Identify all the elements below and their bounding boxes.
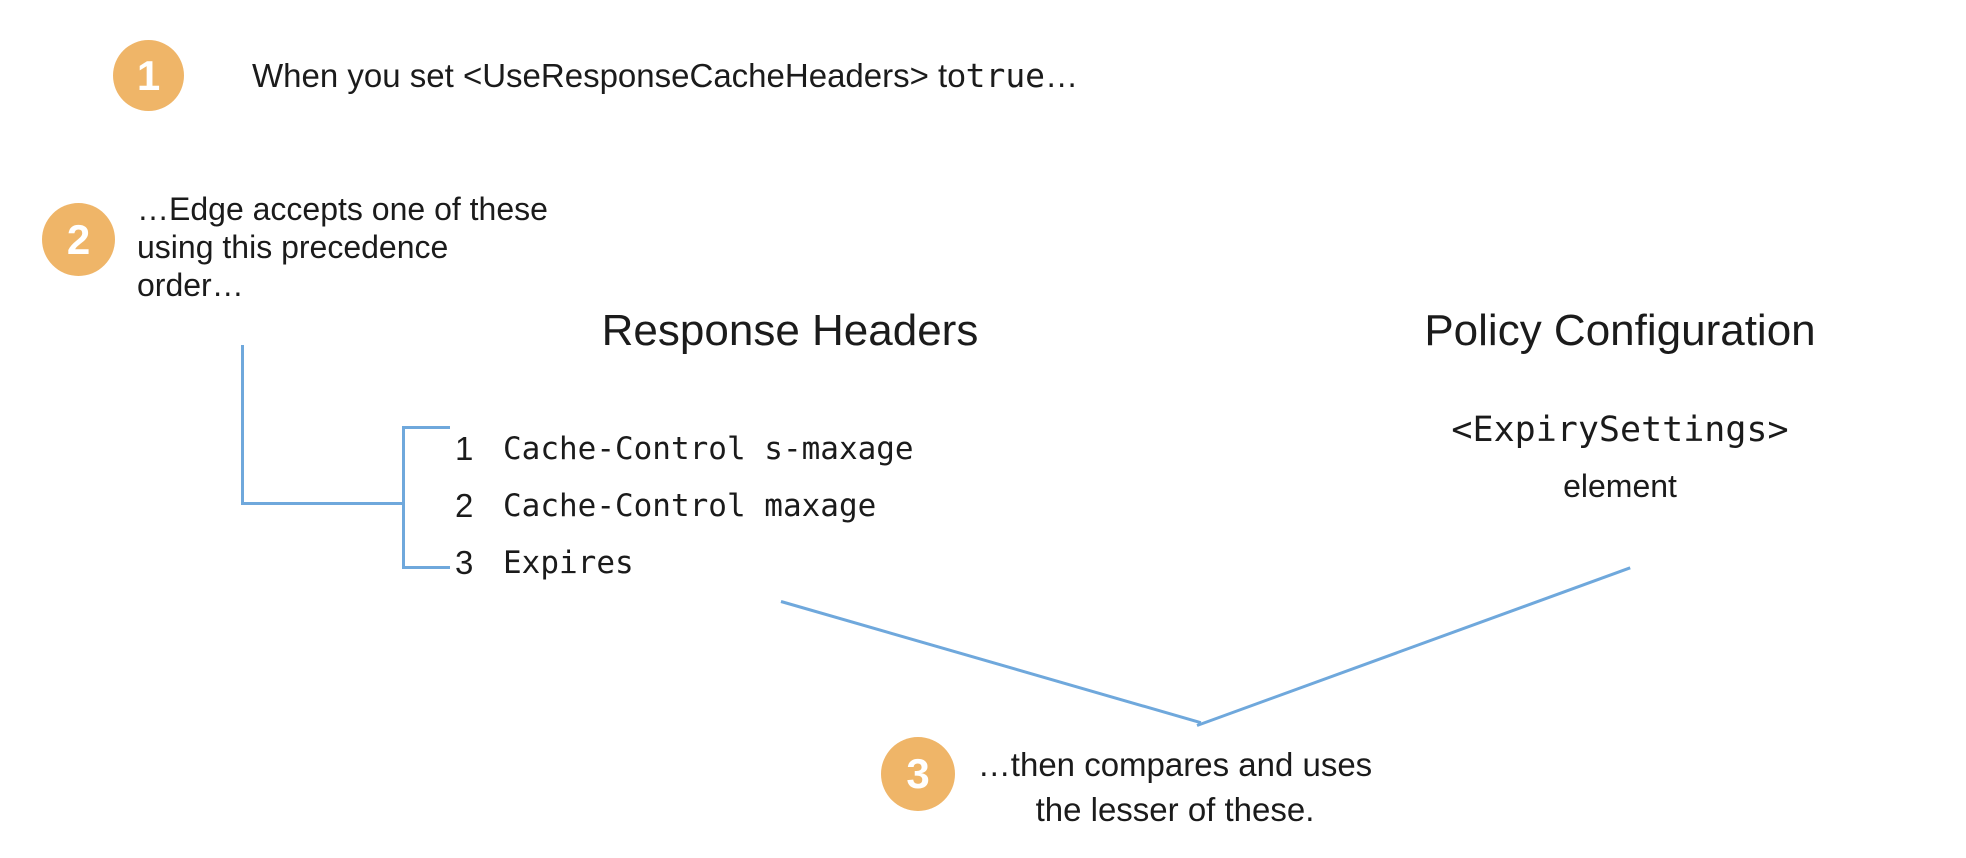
precedence-item-2-rank: 2 bbox=[455, 486, 474, 524]
precedence-item-1-rank: 1 bbox=[455, 429, 474, 467]
compare-connector-right-line bbox=[1196, 566, 1631, 727]
compare-connector-left-line bbox=[780, 600, 1202, 725]
precedence-item-1-value: Cache-Control s-maxage bbox=[503, 430, 914, 467]
precedence-item-2-value: Cache-Control maxage bbox=[503, 487, 877, 524]
step-2-stem-horizontal-line bbox=[241, 502, 405, 505]
step-1-caption: When you set <UseResponseCacheHeaders> t… bbox=[252, 40, 1078, 111]
step-3-caption: …then compares and uses the lesser of th… bbox=[960, 742, 1390, 832]
precedence-bracket-vertical-line bbox=[402, 426, 405, 569]
precedence-item-1: 1 Cache-Control s-maxage bbox=[455, 420, 914, 477]
precedence-bracket-bottom-tick bbox=[402, 566, 450, 569]
precedence-item-3-value: Expires bbox=[503, 544, 634, 581]
step-1-text-prefix: When you set <UseResponseCacheHeaders> t… bbox=[252, 56, 966, 94]
step-3-number: 3 bbox=[906, 750, 930, 797]
step-3-caption-line-1: …then compares and uses bbox=[977, 746, 1373, 783]
step-2-badge: 2 bbox=[42, 203, 115, 276]
step-2-caption-line-1: …Edge accepts one of these bbox=[137, 191, 548, 227]
step-1-text-code: true bbox=[965, 56, 1046, 95]
step-2-stem-vertical-line bbox=[241, 345, 244, 505]
precedence-item-2: 2 Cache-Control maxage bbox=[455, 477, 914, 534]
expiry-settings-element: <ExpirySettings> bbox=[1451, 410, 1789, 450]
step-3-caption-line-2: the lesser of these. bbox=[1035, 791, 1315, 828]
step-2-caption-line-2: using this precedence bbox=[137, 229, 449, 265]
response-headers-title: Response Headers bbox=[601, 306, 979, 355]
expiry-settings-element-suffix: element bbox=[1563, 468, 1677, 504]
step-2-caption-line-3: order… bbox=[137, 267, 244, 303]
precedence-item-3: 3 Expires bbox=[455, 534, 914, 591]
step-2-number: 2 bbox=[66, 215, 91, 263]
step-1-text-suffix: … bbox=[1045, 56, 1079, 94]
step-2-caption: …Edge accepts one of these using this pr… bbox=[137, 190, 548, 304]
precedence-list: 1 Cache-Control s-maxage 2 Cache-Control… bbox=[455, 420, 914, 591]
policy-configuration-title: Policy Configuration bbox=[1424, 306, 1816, 355]
precedence-bracket-top-tick bbox=[402, 426, 450, 429]
step-3-badge: 3 bbox=[881, 737, 955, 811]
step-1-number: 1 bbox=[136, 51, 161, 99]
precedence-item-3-rank: 3 bbox=[455, 543, 474, 581]
step-1-badge: 1 bbox=[113, 40, 184, 111]
